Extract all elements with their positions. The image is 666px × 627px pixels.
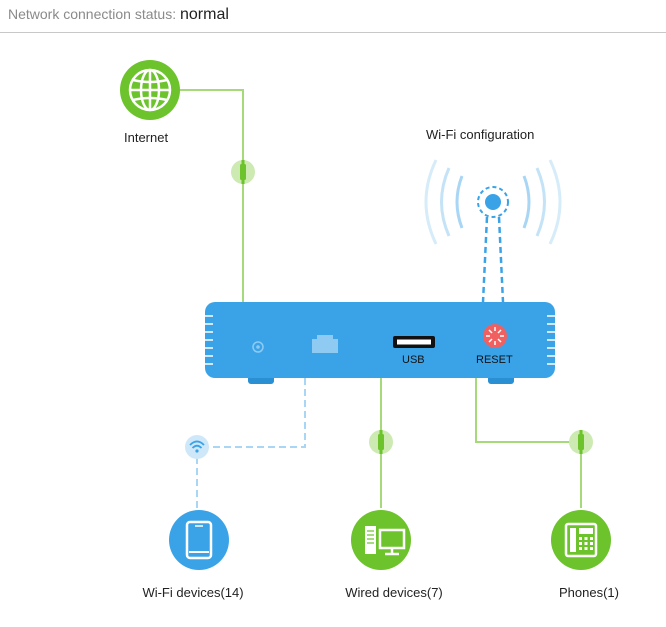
phones-label[interactable]: Phones(1) [559,585,619,600]
ethernet-plug-icon [569,430,593,454]
wifi-configuration-label[interactable]: Wi-Fi configuration [426,127,535,142]
ethernet-plug-icon [369,430,393,454]
globe-icon[interactable] [120,60,180,120]
status-bar: Network connection status: normal [0,0,666,33]
reset-label: RESET [476,354,513,366]
wifi-devices-connection-line [196,378,306,508]
wifi-devices-label[interactable]: Wi-Fi devices(14) [142,585,244,600]
usb-port-icon[interactable] [393,336,435,348]
router [205,302,555,384]
telephone-icon[interactable] [551,510,611,570]
wifi-antenna-icon[interactable] [424,159,562,303]
phones-connection-line [475,378,582,508]
internet-label[interactable]: Internet [124,130,169,145]
reset-button-icon[interactable] [483,324,507,348]
ethernet-port-icon[interactable] [312,335,338,353]
status-value: normal [179,6,229,23]
wifi-signal-icon [185,435,209,459]
wired-devices-label[interactable]: Wired devices(7) [345,585,443,600]
usb-label: USB [402,354,425,366]
ethernet-plug-icon [231,160,255,184]
status-label-text: Network connection status: [8,6,177,22]
internet-connection-line [179,89,244,302]
tablet-icon[interactable] [169,510,229,570]
computer-icon[interactable] [351,510,411,570]
power-port-icon [252,341,264,353]
status-label: Network connection status: normal [8,6,229,24]
